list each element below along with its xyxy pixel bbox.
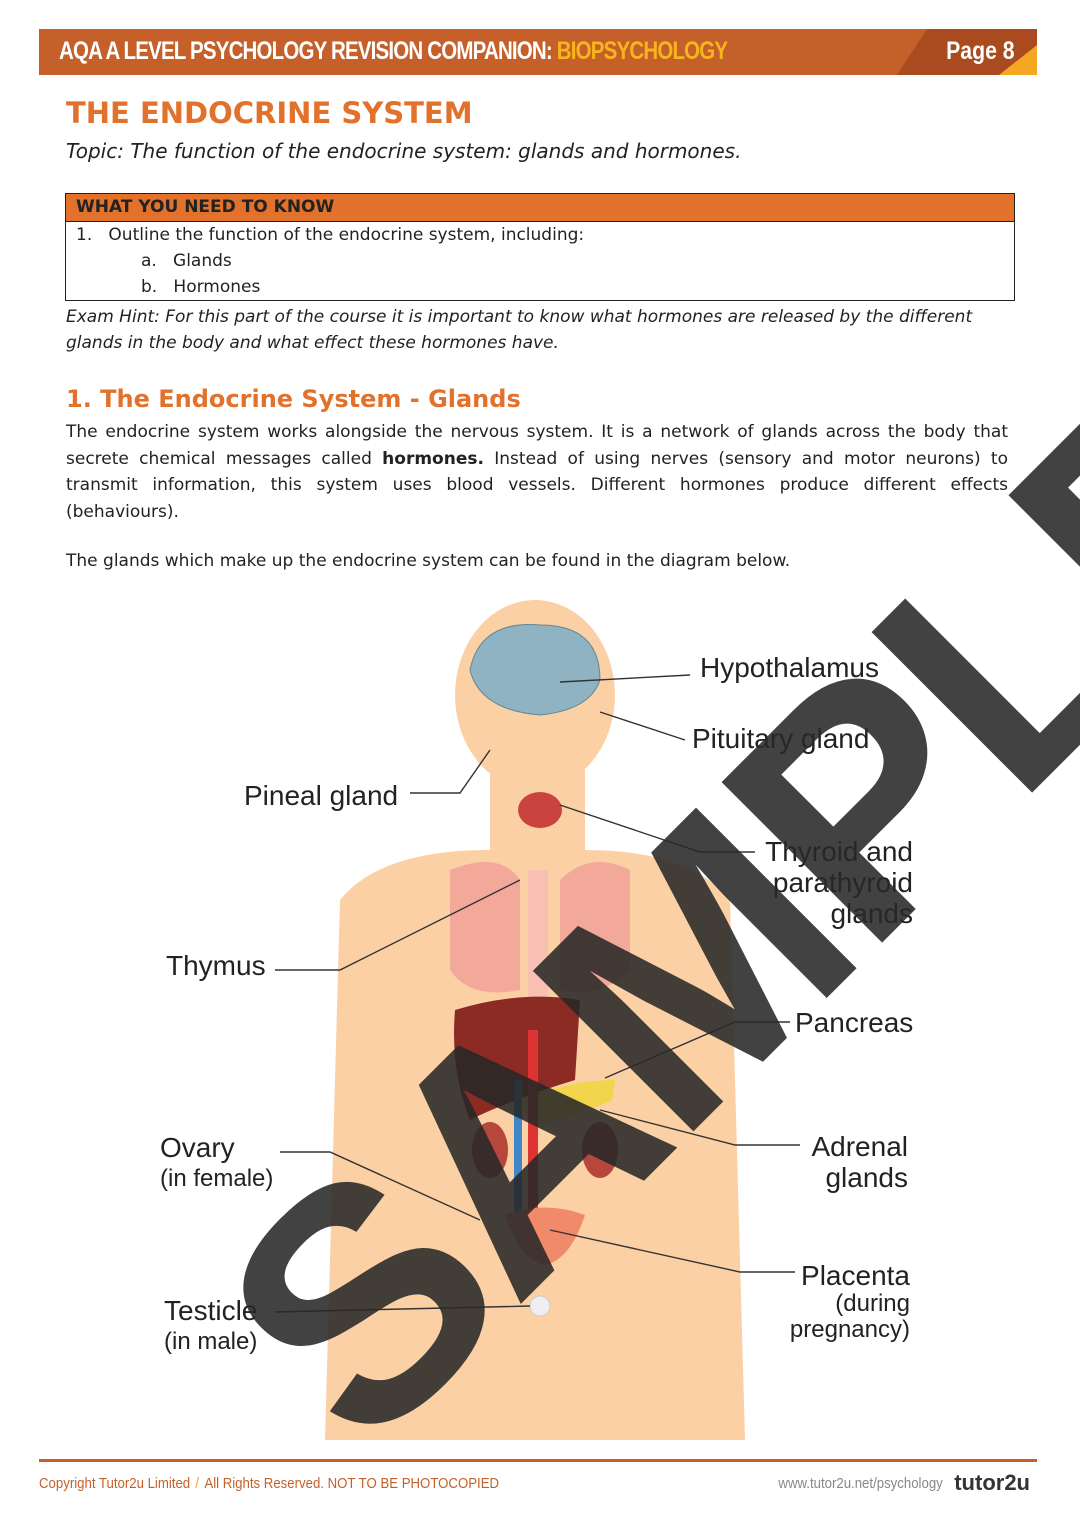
label-testicle-sub: (in male) [164, 1328, 258, 1355]
header-title-main: AQA A LEVEL PSYCHOLOGY REVISION COMPANIO… [59, 37, 557, 65]
section-paragraph: The endocrine system works alongside the… [66, 419, 1008, 525]
exam-hint: Exam Hint: For this part of the course i… [66, 307, 973, 353]
tutor2u-logo: tutor2u [954, 1470, 1030, 1495]
kidney-right [582, 1122, 618, 1178]
vena-cava [514, 1080, 522, 1230]
topic: Topic: The function of the endocrine sys… [66, 139, 742, 163]
trachea [528, 870, 548, 1020]
uterus [505, 1207, 585, 1265]
label-thymus: Thymus [166, 950, 266, 981]
endocrine-diagram [274, 600, 800, 1440]
pancreas [520, 1080, 615, 1125]
liver [454, 996, 580, 1120]
label-pineal: Pineal gland [244, 780, 399, 811]
para-text-2: Instead of using nerves (sensory and mot… [66, 448, 1008, 522]
page-title: THE ENDOCRINE SYSTEM [66, 96, 473, 130]
label-placenta-1: Placenta [801, 1260, 910, 1291]
separator: / [195, 1475, 200, 1492]
need-item-1: 1. Outline the function of the endocrine… [76, 225, 585, 245]
para-bold: hormones. [382, 448, 484, 469]
label-testicle-1: Testicle [164, 1295, 258, 1326]
label-ovary-sub: (in female) [160, 1165, 274, 1192]
header-title-highlight: BIOPSYCHOLOGY [556, 37, 728, 65]
aorta [528, 1030, 538, 1230]
section-heading: 1. The Endocrine System - Glands [66, 385, 521, 413]
label-pancreas: Pancreas [795, 1007, 914, 1038]
label-hypothalamus: Hypothalamus [700, 652, 879, 683]
label-ovary-1: Ovary [160, 1132, 235, 1163]
need-to-know-box: WHAT YOU NEED TO KNOW 1. Outline the fun… [65, 193, 1015, 301]
brain [469, 624, 601, 716]
header-banner: AQA A LEVEL PSYCHOLOGY REVISION COMPANIO… [39, 29, 1037, 75]
leader-lines [274, 674, 800, 1313]
need-item-b: b. Hormones [141, 277, 261, 297]
page-number: Page 8 [946, 37, 1015, 65]
label-adrenal-2: glands [825, 1162, 908, 1193]
label-testicle: Testicle(in male) [164, 1295, 257, 1357]
header-title: AQA A LEVEL PSYCHOLOGY REVISION COMPANIO… [59, 37, 728, 66]
need-item-a: a. Glands [141, 251, 232, 271]
diagram-intro: The glands which make up the endocrine s… [66, 551, 791, 571]
label-thyroid-2: parathyroid [772, 867, 913, 898]
thyroid [518, 792, 562, 828]
copyright-text: Copyright Tutor2u Limited [39, 1475, 191, 1492]
lungs [450, 862, 630, 993]
label-placenta-sub2: pregnancy) [789, 1316, 910, 1343]
testicle [529, 1295, 551, 1317]
label-thyroid-1: Thyroid and [765, 836, 913, 867]
rights-text: All Rights Reserved. NOT TO BE PHOTOCOPI… [204, 1475, 500, 1492]
label-pituitary: Pituitary gland [692, 723, 870, 754]
footer-divider [39, 1459, 1037, 1462]
label-adrenal-1: Adrenal [811, 1131, 908, 1162]
label-ovary: Ovary(in female) [160, 1132, 273, 1194]
label-thyroid-3: glands [830, 898, 913, 929]
para-text: The endocrine system works alongside the… [66, 422, 1008, 469]
need-to-know-heading: WHAT YOU NEED TO KNOW [66, 194, 1014, 222]
footer-copyright: Copyright Tutor2u Limited/All Rights Res… [39, 1475, 499, 1492]
footer-url[interactable]: www.tutor2u.net/psychology [778, 1475, 943, 1492]
label-placenta-sub1: (during [835, 1290, 910, 1317]
kidney-left [472, 1122, 508, 1178]
